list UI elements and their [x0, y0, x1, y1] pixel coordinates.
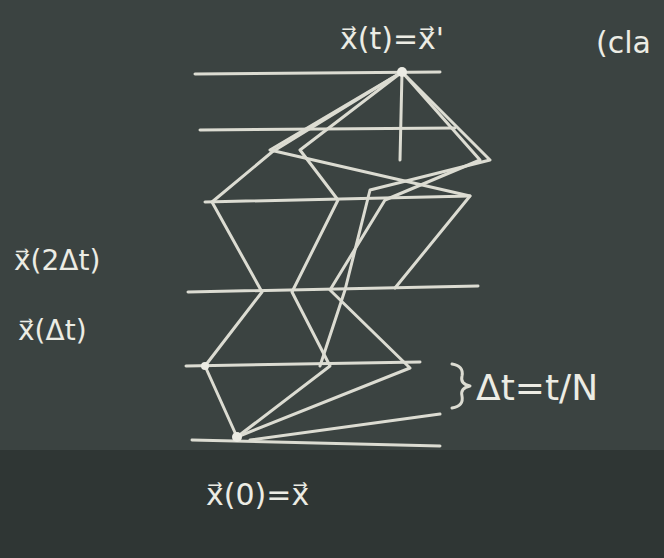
- board-shadow: [0, 450, 664, 558]
- endpoint-label: x⃗(0)=x⃗: [206, 478, 309, 511]
- endpoint-label: x⃗(t)=x⃗': [340, 22, 444, 55]
- slice-label: x⃗(2Δt): [14, 246, 100, 277]
- brace: [452, 364, 470, 408]
- endpoint-dots: [201, 67, 407, 442]
- step-formula: Δt=t/N: [476, 368, 598, 408]
- note-fragment: (cla: [596, 26, 651, 59]
- slice-label: x⃗(Δt): [18, 316, 87, 347]
- time-slice-lines: [186, 72, 478, 446]
- zigzag-paths: [205, 72, 490, 437]
